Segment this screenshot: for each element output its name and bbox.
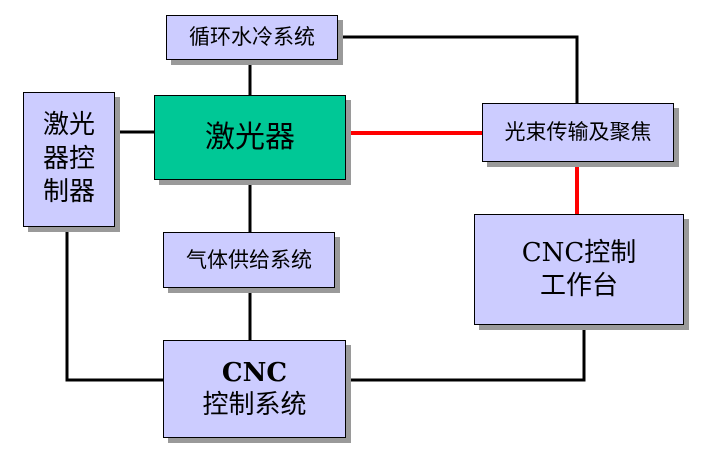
gas-supply-label: 气体供给系统 (186, 247, 312, 272)
cnc-table-line-2: 工作台 (539, 270, 618, 301)
edge-cooling-beam (337, 35, 579, 103)
edge-table-cnc (346, 325, 586, 382)
edge-controller-cnc (65, 228, 163, 382)
cooling-system-box: 循环水冷系统 (166, 15, 338, 60)
cnc-system-line-1: CNC (221, 357, 288, 388)
cnc-table-line-1: CNC控制 (521, 238, 637, 268)
laser-box: 激光器 (154, 95, 346, 180)
beam-delivery-label: 光束传输及聚焦 (504, 120, 652, 145)
gas-supply-box: 气体供给系统 (163, 232, 335, 288)
laser-controller-line-3: 制器 (42, 177, 95, 208)
laser-controller-line-2: 器控 (42, 143, 95, 174)
cooling-system-label: 循环水冷系统 (189, 25, 315, 50)
laser-label: 激光器 (205, 119, 295, 155)
laser-controller-box: 激光 器控 制器 (23, 92, 115, 227)
cnc-system-line-2: 控制系统 (202, 390, 307, 420)
cnc-system-box: CNC 控制系统 (163, 340, 346, 438)
beam-delivery-box: 光束传输及聚焦 (482, 103, 674, 162)
laser-controller-line-1: 激光 (42, 109, 95, 140)
cnc-table-box: CNC控制 工作台 (474, 214, 684, 325)
